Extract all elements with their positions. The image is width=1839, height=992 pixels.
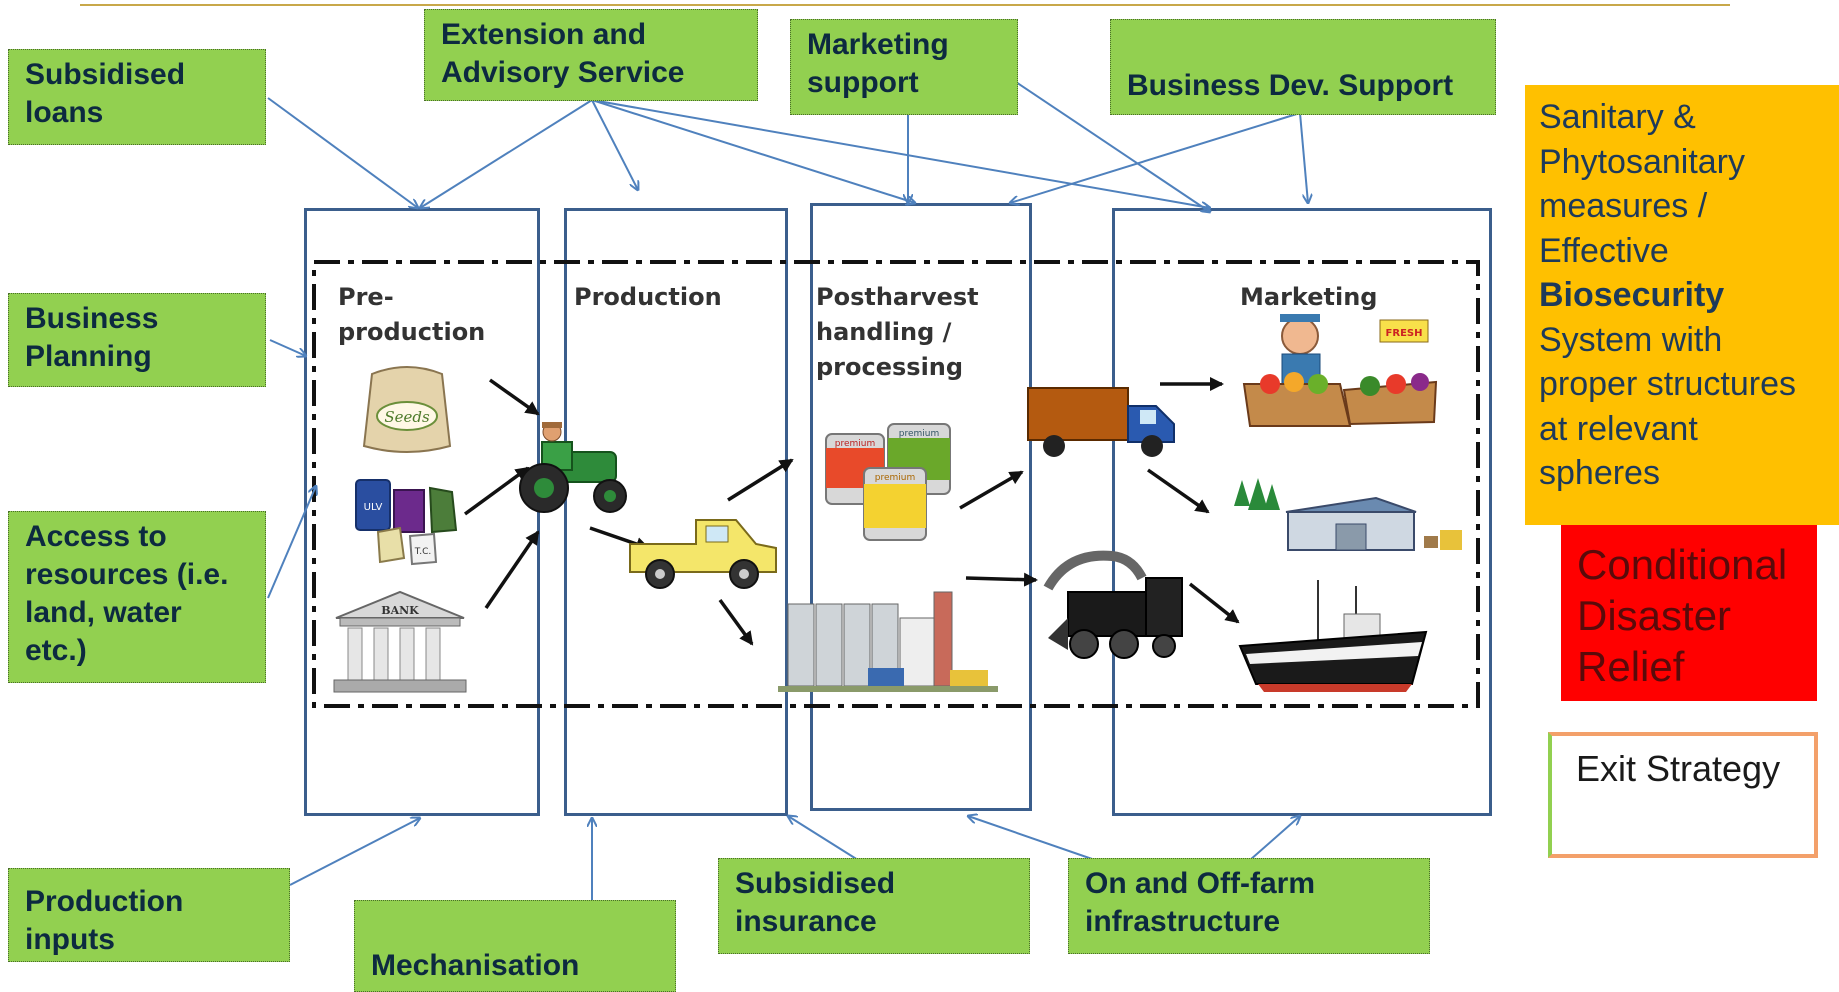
delivery-truck-icon — [1027, 387, 1175, 457]
tractor-icon — [519, 422, 627, 513]
sps-biosecurity-box: Sanitary & Phytosanitary measures / Effe… — [1525, 85, 1839, 525]
support-mechanisation: Mechanisation — [354, 900, 676, 992]
agro-chemicals-icon: ULV T.C. — [355, 479, 458, 566]
bank-icon: BANK — [333, 590, 467, 693]
sps-line: Sanitary & — [1539, 98, 1696, 136]
stage-label-preproduction: Pre-production — [338, 283, 486, 346]
stage-label-production: Production — [574, 283, 722, 311]
top-rule — [80, 4, 1730, 6]
sps-line: spheres — [1539, 454, 1660, 492]
stage-production-frame — [564, 208, 788, 816]
locomotive-icon — [1043, 550, 1183, 659]
stage-label-postharvest: Postharvest handling / processing — [816, 283, 979, 381]
bag-label: T.C. — [414, 547, 431, 557]
stage-label-marketing: Marketing — [1240, 283, 1378, 311]
support-business-planning: Business Planning — [8, 293, 266, 387]
can-label-2: premium — [899, 429, 940, 439]
exit-strategy-box: Exit Strategy — [1548, 732, 1818, 858]
grain-silo-icon — [778, 591, 998, 692]
support-extension-advisory: Extension and Advisory Service — [424, 9, 758, 101]
stall-sign: FRESH — [1386, 328, 1423, 339]
bank-label: BANK — [381, 604, 419, 617]
barrel-label: ULV — [364, 502, 383, 513]
support-infrastructure: On and Off-farm infrastructure — [1068, 858, 1430, 954]
pickup-truck-icon — [629, 519, 777, 589]
cargo-ship-icon — [1238, 580, 1428, 692]
sps-line: Phytosanitary — [1539, 142, 1745, 181]
sps-line: proper structures — [1539, 365, 1796, 403]
support-subsidised-loans: Subsidised loans — [8, 49, 266, 145]
seeds-label: Seeds — [384, 408, 430, 426]
support-production-inputs: Production inputs — [8, 868, 290, 962]
sps-line: Effective — [1539, 231, 1669, 270]
seeds-bag-icon: Seeds — [362, 366, 452, 453]
stage-postharvest-frame — [810, 203, 1032, 811]
support-business-dev: Business Dev. Support — [1110, 19, 1496, 115]
sps-line: System with — [1539, 320, 1723, 359]
disaster-relief-box: Conditional Disaster Relief — [1561, 525, 1817, 701]
warehouse-icon — [1234, 478, 1462, 551]
can-label-1: premium — [835, 439, 876, 449]
sps-line: at relevant — [1539, 409, 1698, 448]
canned-goods-icon: premium premium premium — [825, 423, 951, 541]
sps-bold: Biosecurity — [1539, 276, 1725, 314]
can-label-3: premium — [875, 473, 916, 483]
support-subsidised-insurance: Subsidised insurance — [718, 858, 1030, 954]
support-marketing: Marketing support — [790, 19, 1018, 115]
sps-line: measures / — [1539, 187, 1708, 225]
market-vendor-icon: FRESH — [1242, 314, 1438, 427]
support-access-resources: Access to resources (i.e. land, water et… — [8, 511, 266, 683]
